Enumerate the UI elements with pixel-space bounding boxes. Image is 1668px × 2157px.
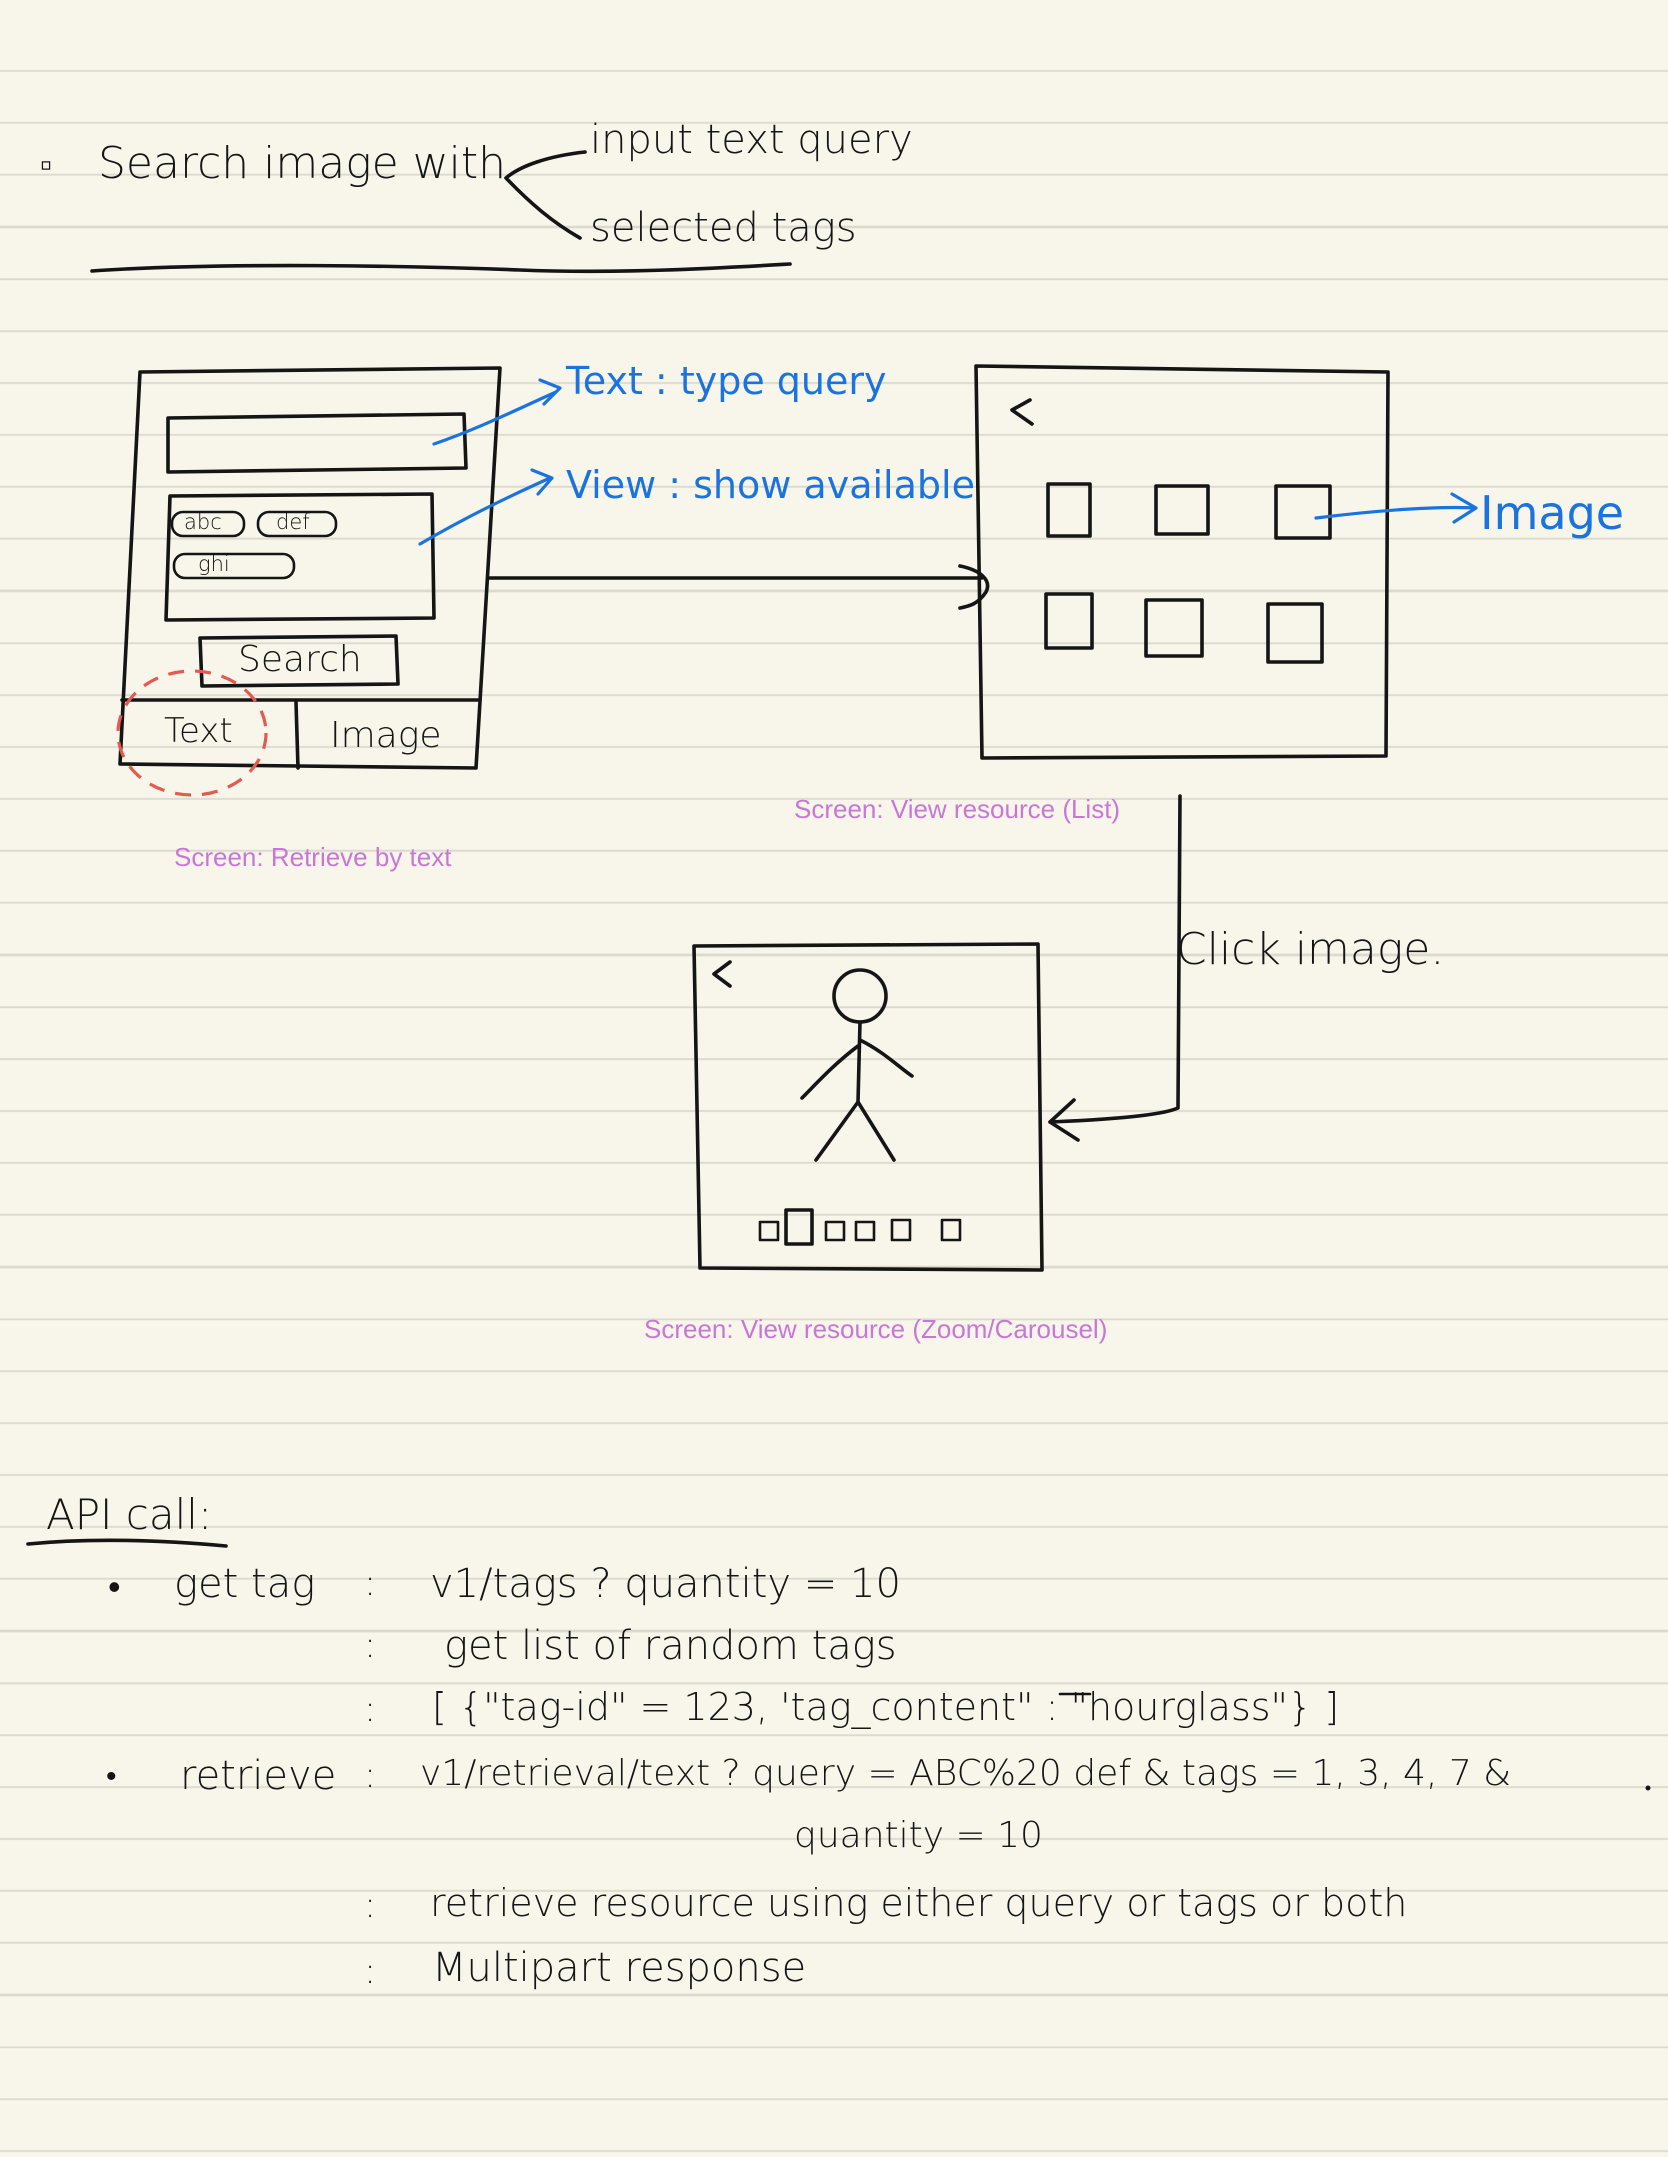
tag-ghi: ghi [198,552,230,576]
list-thumb-3 [1274,484,1332,540]
carousel-dot-1 [758,1220,780,1242]
api-separator: : [364,1885,377,1926]
list-thumb-6 [1266,602,1324,664]
heading-text: Search image with [98,138,507,189]
image-note-arrow [1314,492,1478,524]
tab-text: Text [164,711,233,751]
zoom-screen-caption: Screen: View resource (Zoom/Carousel) [644,1314,1108,1344]
stray-dot [1645,1785,1651,1791]
carousel-dot-5 [890,1218,912,1242]
api-heading: API call: [46,1490,213,1539]
list-back-arrow [1010,398,1034,426]
tag-def: def [276,510,310,534]
api-bullet: • [108,1567,121,1608]
text-note-arrow [432,378,562,446]
list-thumb-4 [1044,592,1094,650]
zoom-back-arrow [712,960,732,988]
api-detail: retrieve resource using either query or … [430,1881,1408,1925]
list-thumb-5 [1144,598,1204,658]
view-note-arrow [418,468,554,546]
list-screen-frame [974,364,1390,760]
api-separator: : [364,1625,377,1666]
retrieve-screen-frame [118,366,502,770]
query-input-box [166,412,468,474]
tag-chip-abc [170,510,246,538]
api-name: retrieve [180,1753,337,1799]
carousel-dot-3 [824,1220,846,1242]
api-bullet: • [106,1759,117,1794]
image-note: Image [1480,486,1625,540]
carousel-dot-4 [854,1220,876,1242]
api-name: get tag [174,1561,316,1607]
tag-abc: abc [184,510,222,534]
api-separator: : [364,1755,377,1796]
api-separator: : [364,1951,377,1992]
api-separator: : [364,1563,377,1604]
selected-tab-highlight [116,669,268,797]
api-separator: : [364,1689,377,1730]
heading-branch-top: input text query [590,117,913,163]
to-zoom-arrow [1048,794,1182,1142]
tab-bar-divider [120,698,482,770]
carousel-dot-6 [940,1218,962,1242]
heading-underline [90,262,792,274]
api-detail: v1/retrieval/text ? query = ABC%20 def &… [420,1753,1512,1794]
to-list-arrow [486,564,990,610]
search-button-label: Search [238,639,362,680]
tags-panel [164,492,436,622]
retrieve-screen-sketch [116,366,502,797]
list-thumb-1 [1046,482,1092,538]
branch-lines [504,150,587,240]
text-note: Text : type query [566,359,887,403]
api-heading-underline [26,1538,228,1548]
tag-chip-def [256,510,338,538]
stick-figure-body [800,1020,914,1162]
heading-branch-bottom: selected tags [590,205,857,251]
api-detail: v1/tags ? quantity = 10 [430,1561,901,1607]
tag-chip-ghi [172,552,296,580]
api-detail: Multipart response [432,1945,807,1991]
carousel-dot-active [784,1208,814,1246]
view-note: View : show available [566,463,975,507]
stick-figure-head [832,968,888,1024]
api-detail: [ {"tag-id" = 123, 'tag_content" : "hour… [432,1685,1340,1729]
click-note: Click image. [1176,924,1445,975]
api-detail: quantity = 10 [794,1815,1043,1856]
list-screen-caption: Screen: View resource (List) [794,794,1121,824]
list-screen-sketch [974,364,1390,760]
retrieve-screen-caption: Screen: Retrieve by text [174,842,452,872]
api-detail: get list of random tags [444,1623,897,1669]
zoom-screen-frame [692,942,1044,1272]
list-thumb-2 [1154,484,1210,536]
tab-image: Image [330,715,442,756]
zoom-screen-sketch [692,942,1044,1272]
heading-checkbox: ▫ [40,145,53,185]
